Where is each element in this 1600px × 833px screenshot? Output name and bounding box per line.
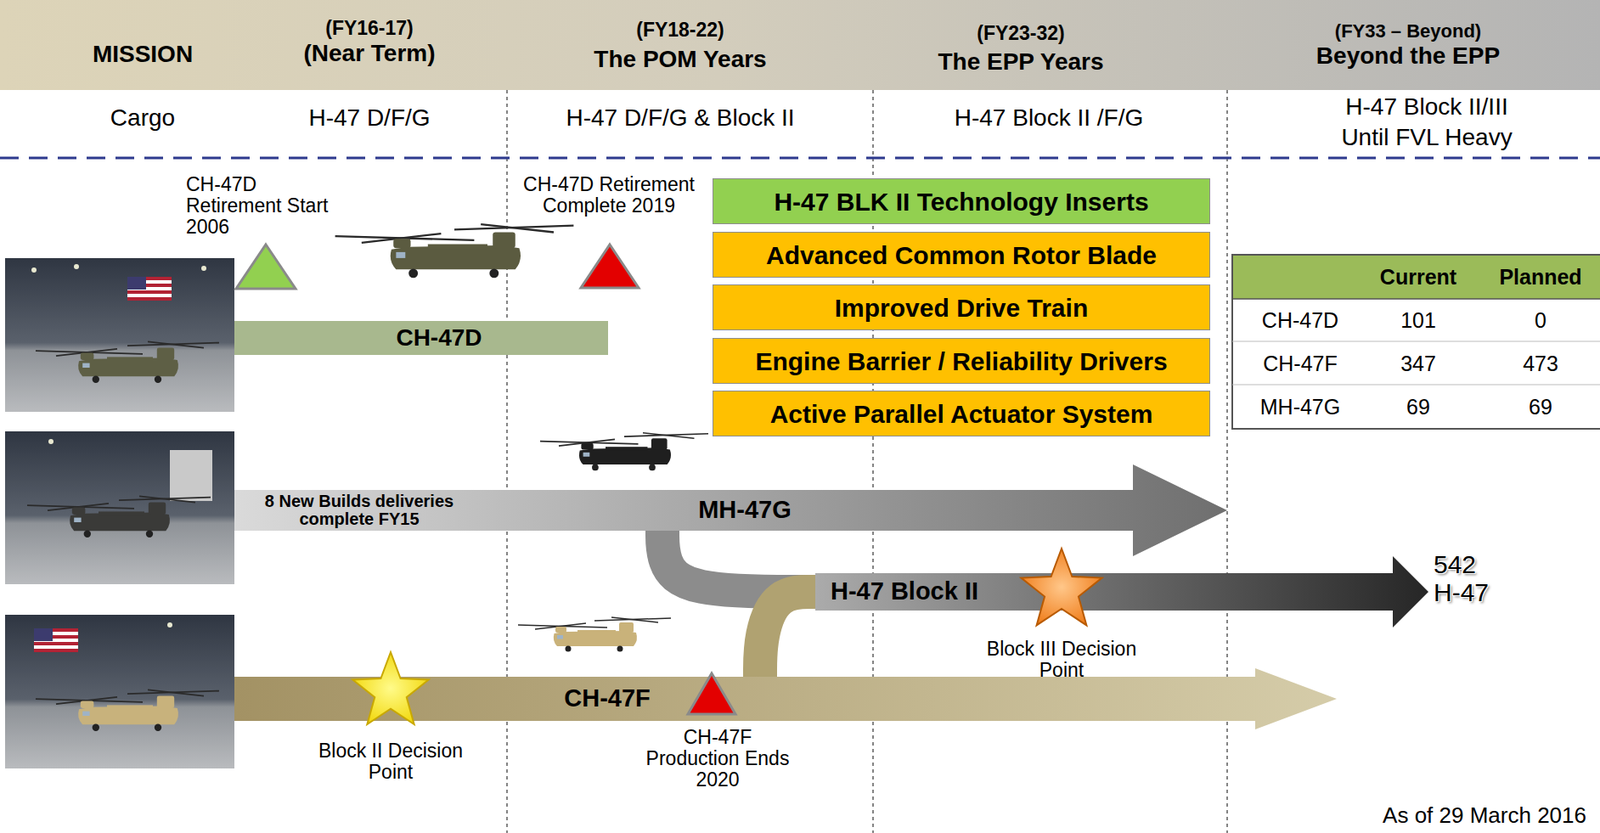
photo xyxy=(5,258,235,412)
row-label: H-47 Block II /F/G xyxy=(954,104,1144,132)
row-label: Cargo xyxy=(110,104,175,132)
helicopter xyxy=(35,689,220,732)
fleet-table xyxy=(1232,254,1600,429)
technology-box: H-47 BLK II Technology Inserts xyxy=(712,178,1211,225)
helicopter xyxy=(35,341,220,384)
band-label: 8 New Builds deliveries complete FY15 xyxy=(260,492,458,529)
table-cell: 69 xyxy=(1406,394,1431,420)
hangar-light xyxy=(48,439,54,445)
table-cell: 347 xyxy=(1400,351,1437,377)
column-heading: (FY18-22) xyxy=(636,19,725,41)
technology-box: Engine Barrier / Reliability Drivers xyxy=(712,338,1211,384)
photo xyxy=(5,614,235,769)
hangar-light xyxy=(201,265,207,271)
row-label: H-47 D/F/G & Block II xyxy=(565,104,795,132)
helicopter xyxy=(518,617,671,653)
box-label: Improved Drive Train xyxy=(834,293,1088,322)
helicopter xyxy=(540,433,709,472)
date-note: As of 29 March 2016 xyxy=(1382,803,1587,829)
flag xyxy=(127,276,172,301)
header-band: MISSION (FY16-17)(Near Term) (FY18-22) The … xyxy=(0,0,1600,91)
helicopter xyxy=(27,495,211,538)
column-heading: The POM Years xyxy=(593,46,767,74)
box-label: Engine Barrier / Reliability Drivers xyxy=(754,347,1167,376)
band-label: H-47 Block II xyxy=(830,578,979,606)
table-rule xyxy=(1232,298,1600,300)
photo-ground xyxy=(5,431,235,585)
header-rule xyxy=(0,157,1600,160)
table-frame xyxy=(1232,254,1600,429)
milestone-triangle xyxy=(687,673,736,715)
table-cell: 69 xyxy=(1528,394,1553,420)
band-label: CH-47F xyxy=(563,685,651,713)
table-rule xyxy=(1232,384,1600,386)
column-heading: (FY33 – Beyond) xyxy=(1335,21,1482,42)
decision-star xyxy=(352,652,429,725)
arrow-body xyxy=(234,464,1228,557)
column-heading: MISSION xyxy=(92,41,193,68)
fleet-arrow: 8 New Builds deliveries complete FY15 MH-… xyxy=(234,490,1133,531)
display-panel xyxy=(169,450,213,502)
box-label: H-47 BLK II Technology Inserts xyxy=(773,187,1149,216)
milestone-label: CH-47F Production Ends 2020 xyxy=(640,726,795,790)
table-cell: CH-47F xyxy=(1262,351,1338,377)
decision-label: Block III Decision Point xyxy=(980,638,1143,682)
photo-ground xyxy=(5,614,235,769)
decision-star xyxy=(1020,548,1102,626)
technology-box: Active Parallel Actuator System xyxy=(712,390,1211,437)
table-header xyxy=(1233,255,1600,299)
milestone-triangle xyxy=(580,244,639,288)
photo-ground xyxy=(5,258,235,412)
technology-box: Advanced Common Rotor Blade xyxy=(712,231,1211,278)
box-label: Active Parallel Actuator System xyxy=(770,400,1154,429)
helicopter xyxy=(335,224,575,278)
table-cell: MH-47G xyxy=(1260,394,1341,420)
fleet-bar: CH-47D xyxy=(234,321,609,355)
milestone-label: CH-47D Retirement Start 2006 xyxy=(185,174,339,237)
column-heading: The EPP Years xyxy=(937,49,1104,76)
table-cell: 0 xyxy=(1534,308,1547,333)
column-heading: (FY23-32) xyxy=(976,22,1065,45)
flag xyxy=(33,628,79,653)
arrow-body xyxy=(815,556,1429,628)
decision-label: Block II Decision Point xyxy=(312,740,470,784)
row-label: H-47 Block II/III Until FVL Heavy xyxy=(1335,91,1518,153)
fleet-arrow: H-47 Block II xyxy=(815,573,1393,611)
box-label: Advanced Common Rotor Blade xyxy=(766,241,1157,270)
table-rule xyxy=(1232,341,1600,343)
column-heading: (Near Term) xyxy=(303,40,435,68)
hangar-light xyxy=(73,264,79,270)
milestone-triangle xyxy=(236,244,296,289)
total-count: 542 H-47 xyxy=(1433,550,1502,607)
hangar-light xyxy=(31,267,37,273)
row-label: H-47 D/F/G xyxy=(308,104,430,132)
hangar-light xyxy=(167,622,173,628)
table-cell: 473 xyxy=(1522,351,1559,377)
column-heading: Beyond the EPP xyxy=(1316,43,1500,70)
milestone-label: CH-47D Retirement Complete 2019 xyxy=(518,174,700,217)
technology-box: Improved Drive Train xyxy=(712,284,1211,331)
band-label: CH-47D xyxy=(395,325,482,352)
table-cell: Current xyxy=(1380,264,1457,290)
band-label: MH-47G xyxy=(698,496,792,524)
table-cell: CH-47D xyxy=(1261,308,1339,333)
merge-connector xyxy=(760,591,816,677)
table-cell: 101 xyxy=(1400,308,1437,333)
photo xyxy=(5,431,235,585)
column-heading: (FY16-17) xyxy=(325,17,414,40)
table-cell: Planned xyxy=(1498,264,1582,290)
